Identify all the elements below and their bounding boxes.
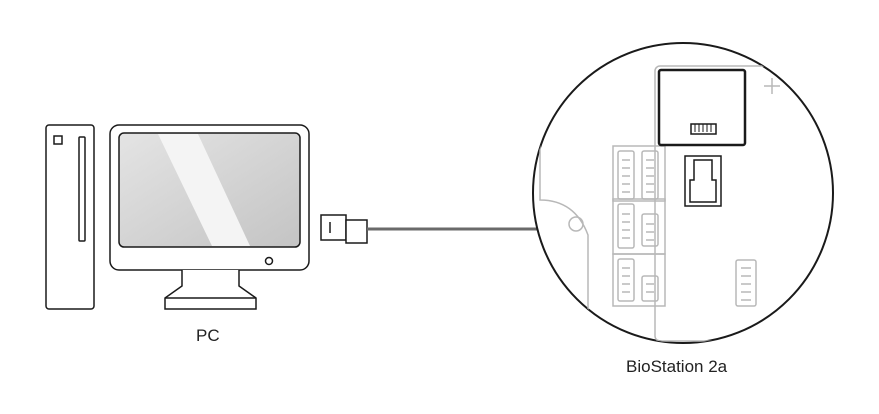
device-magnified-view [532, 42, 834, 344]
device-label: BioStation 2a [626, 357, 728, 376]
monitor-icon [109, 124, 310, 310]
pc-label: PC [196, 326, 220, 345]
pc-tower-icon [45, 124, 95, 310]
rj45-port-icon [657, 68, 747, 207]
ethernet-plug-icon [320, 214, 368, 244]
